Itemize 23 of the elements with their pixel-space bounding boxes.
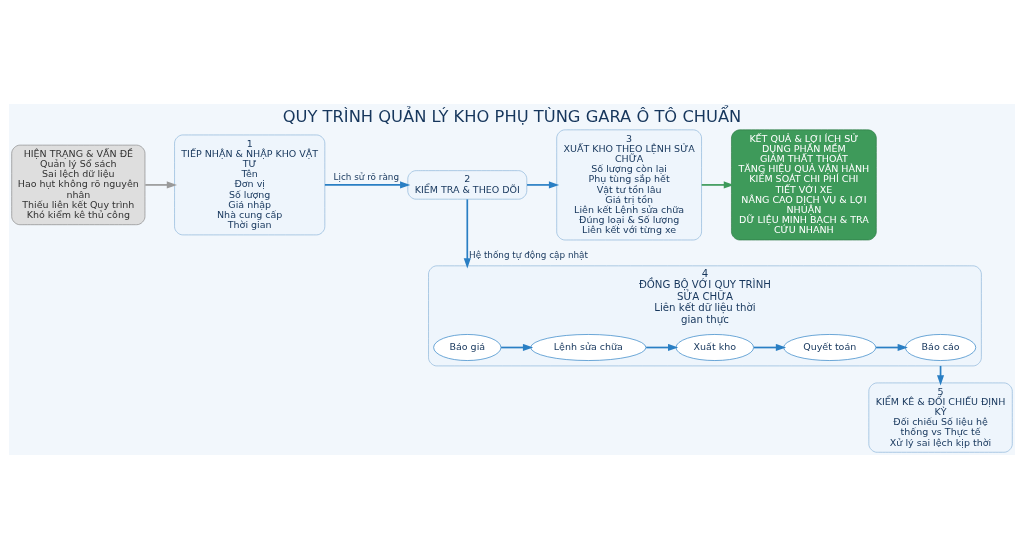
node-box: HIỆN TRẠNG & VẤN ĐỀ Quản lý Sổ sách Sai lệch dữ liệu Hao hụt không rõ nguyên nhân Thiếu liên kết Quy trình Khó kiểm kê thủ công (11, 144, 146, 226)
edge-label: Hệ thống tự động cập nhật (469, 249, 588, 260)
node-box: 3 XUẤT KHO THEO LỆNH SỬA CHỮA Số lượng còn lại Phụ tùng sắp hết Vật tư tồn lâu Giá trị tồn Liên kết Lệnh sửa chữa Đúng loại & Số lượng Liên kết với từng xe (556, 129, 702, 241)
edge-label: Lịch sử rõ ràng (333, 172, 400, 183)
arrow (463, 198, 471, 269)
node-box: 1 TIẾP NHẬN & NHẬP KHO VẬT TƯ Tên Đơn vị Số lượng Giá nhập Nhà cung cấp Thời gian (174, 134, 326, 236)
arrow (526, 181, 560, 189)
arrow (753, 343, 787, 352)
arrow (645, 343, 679, 352)
node-ellipse: Lệnh sửa chữa (530, 334, 647, 361)
diagram-title: QUY TRÌNH QUẢN LÝ KHO PHỤ TÙNG GARA Ô TÔ CHUẨN (282, 107, 742, 127)
node-ellipse: Xuất kho (675, 334, 754, 361)
arrow (700, 181, 734, 189)
arrow (144, 181, 177, 189)
node-box: 2 KIỂM TRA & THEO DÕI (407, 170, 528, 200)
node-ellipse: Báo giá (433, 334, 502, 361)
node-ellipse: Báo cáo (905, 334, 977, 361)
arrow (324, 181, 411, 189)
node-box: 5 KIỂM KÊ & ĐỐI CHIẾU ĐỊNH KỲ Đối chiếu Số liệu hệ thống vs Thực tế Xử lý sai lệch kịp thời (868, 382, 1013, 453)
node-box: KẾT QUẢ & LỢI ÍCH SỬ DỤNG PHẦN MỀM GIẢM THẤT THOÁT TĂNG HIỆU QUẢ VẬN HÀNH KIỂM SOÁT CHI PHÍ CHI TIẾT VỚI XE NÂNG CAO DỊCH VỤ & LỢI NHUẬN DỮ LIỆU MINH BẠCH & TRA CỨU NHANH (731, 129, 877, 241)
arrow (875, 343, 908, 352)
arrow (500, 343, 534, 352)
node-ellipse: Quyết toán (783, 334, 877, 361)
